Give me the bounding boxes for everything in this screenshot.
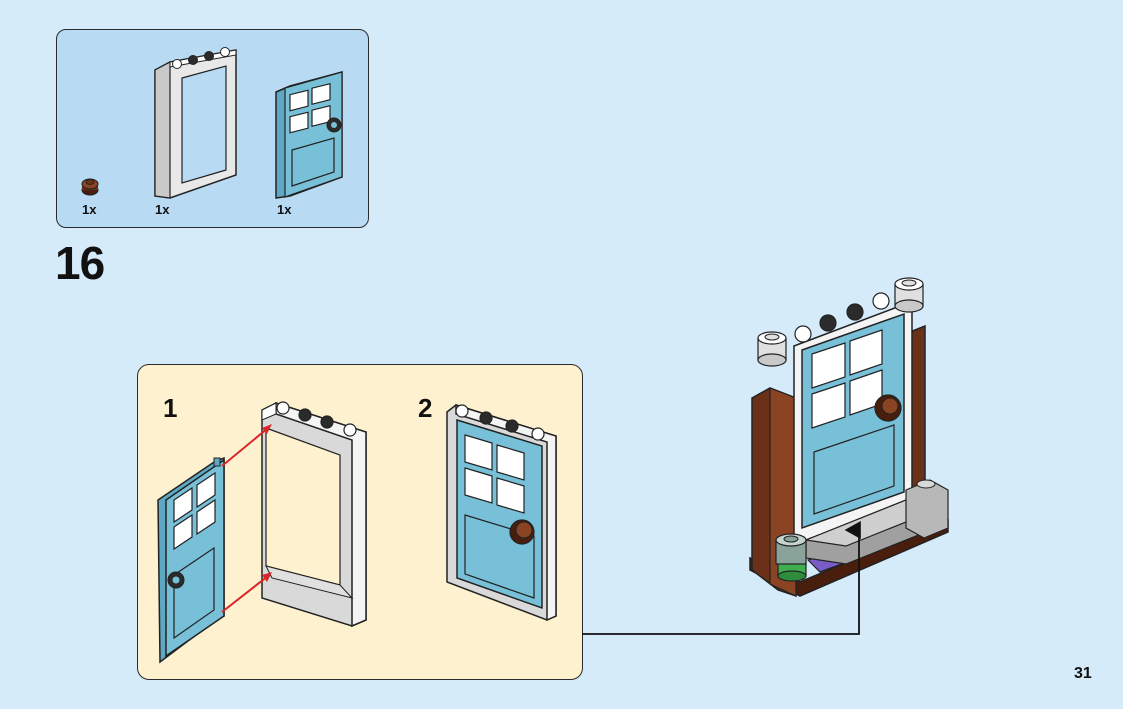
round-plate-brown-icon (81, 178, 99, 196)
green-round-stack (775, 533, 807, 582)
left-pillar-cap (757, 331, 787, 367)
right-pillar-cap (894, 277, 924, 313)
substep-number-1: 1 (163, 393, 178, 423)
door-frame-white-icon (154, 47, 237, 199)
step-number: 16 (55, 237, 105, 289)
substep1-door-frame (261, 401, 367, 628)
part-qty-round-plate: 1x (82, 202, 97, 217)
page-number: 31 (1074, 665, 1092, 682)
callout-connector-arrow (582, 521, 861, 635)
substep-number-2: 2 (418, 393, 433, 423)
part-qty-door: 1x (277, 202, 292, 217)
part-qty-door-frame: 1x (155, 202, 170, 217)
main-model (749, 277, 949, 598)
door-light-blue-icon (275, 71, 343, 199)
substep1-door (157, 456, 225, 664)
substep1-assembly-arrows (221, 424, 272, 613)
substep2-door-in-frame (446, 403, 557, 622)
